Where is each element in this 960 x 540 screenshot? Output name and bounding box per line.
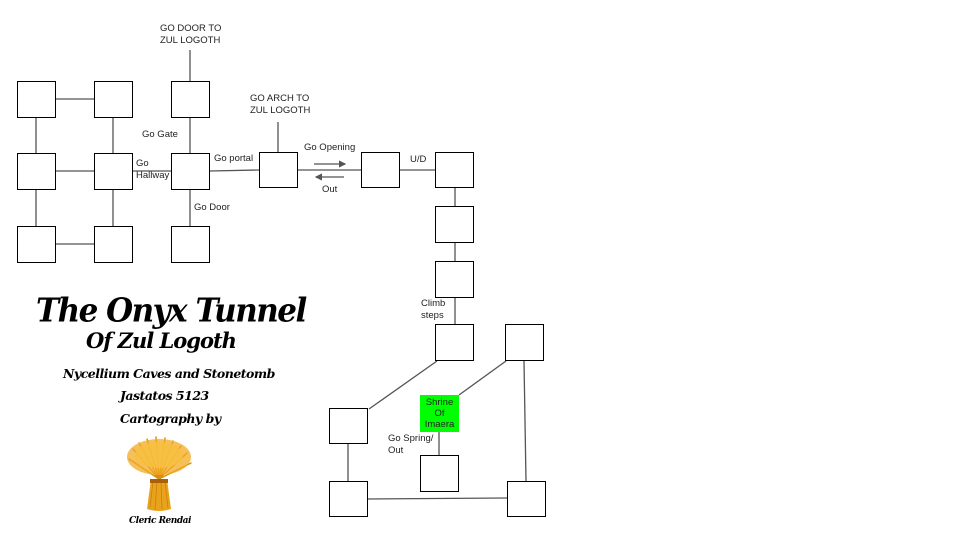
map-room: [259, 152, 298, 188]
connector-line: [458, 360, 507, 396]
map-room: [435, 261, 474, 298]
map-room: [171, 226, 210, 263]
map-title: The Onyx Tunnel: [36, 292, 307, 330]
map-room: [171, 81, 210, 118]
map-date: Jastatos 5123: [120, 388, 209, 403]
author-name: Cleric Rendai: [129, 516, 191, 526]
map-room: [507, 481, 546, 517]
label-go-door-to-zul: GO DOOR TO ZUL LOGOTH: [160, 23, 222, 46]
map-room: [435, 152, 474, 188]
map-room: [329, 481, 368, 517]
label-go-door: Go Door: [194, 202, 230, 213]
room-label: Shrine Of Imaera: [424, 397, 455, 430]
connector-line: [368, 360, 438, 410]
map-room: [435, 206, 474, 243]
label-climb-steps: Climb steps: [421, 298, 446, 321]
connector-line: [209, 169, 260, 172]
shrine-room: Shrine Of Imaera: [420, 395, 459, 432]
label-go-opening: Go Opening: [304, 142, 356, 153]
map-subtitle: Of Zul Logoth: [86, 328, 237, 353]
map-room: [420, 455, 459, 492]
label-go-portal: Go portal: [214, 153, 254, 164]
map-room: [17, 153, 56, 190]
label-go-arch-to-zul: GO ARCH TO ZUL LOGOTH: [250, 93, 311, 116]
map-room: [17, 226, 56, 263]
map-room: [94, 226, 133, 263]
map-room: [361, 152, 400, 188]
map-room: [329, 408, 368, 444]
wheat-sheaf-icon: [127, 436, 192, 511]
map-room: [94, 153, 133, 190]
map-room: [505, 324, 544, 361]
label-go-hallway: Go Hallway: [136, 158, 170, 181]
map-room: [94, 81, 133, 118]
label-out: Out: [322, 184, 338, 195]
connector-line: [523, 360, 527, 482]
label-go-spring-out: Go Spring/ Out: [388, 433, 434, 456]
credit-label: Cartography by: [120, 411, 221, 426]
map-room: [435, 324, 474, 361]
label-u-d: U/D: [410, 154, 427, 165]
connector-line: [367, 497, 508, 500]
label-go-gate: Go Gate: [142, 129, 178, 140]
map-room: [17, 81, 56, 118]
map-room: [171, 153, 210, 190]
map-region: Nycellium Caves and Stonetomb: [63, 366, 275, 381]
